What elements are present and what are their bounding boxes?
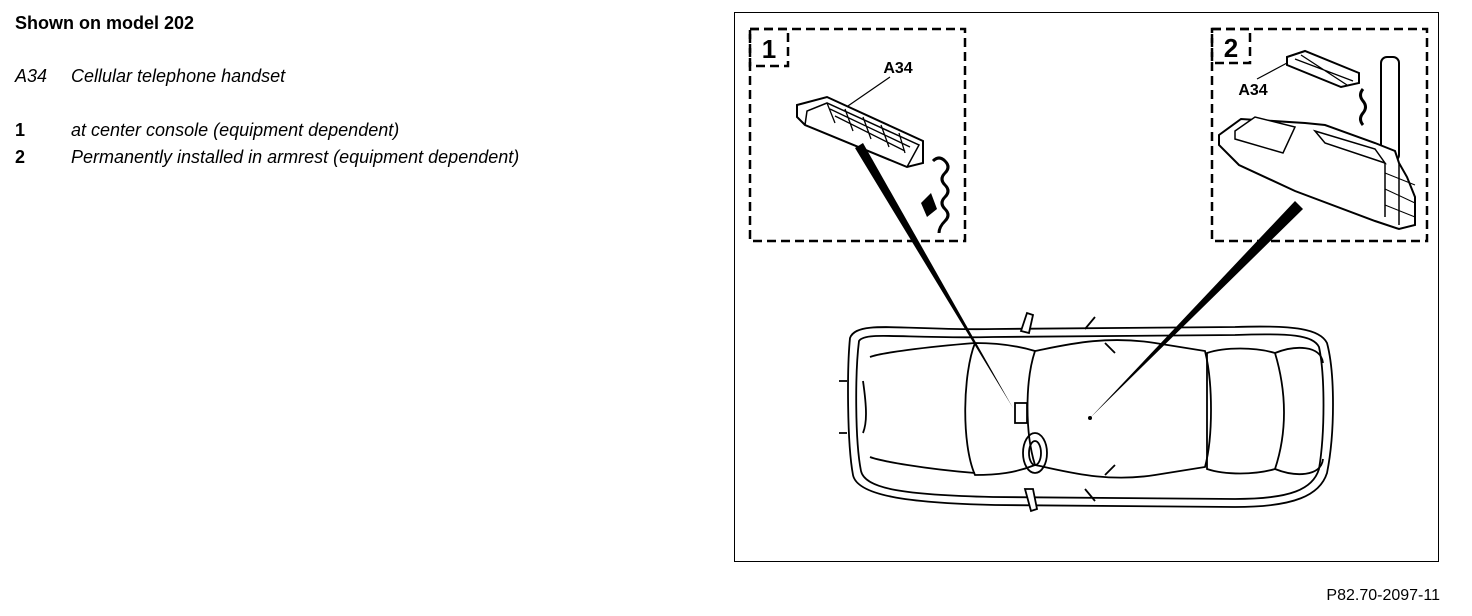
inset-2-label: A34 [1238,82,1267,99]
page-title: Shown on model 202 [15,13,195,33]
location-1-description: at center console (equipment dependent) [71,120,400,140]
component-description: Cellular telephone handset [71,66,286,86]
leader-wedge-1 [855,143,1013,408]
legend-component: A34 Cellular telephone handset [15,66,285,87]
inset-1-number: 1 [762,34,776,64]
car-top-view [839,311,1334,513]
inset-1-label: A34 [883,60,912,77]
handset-1-drawing [796,95,950,234]
armrest-drawing [1218,49,1416,231]
component-code: A34 [15,66,48,86]
inset-2-number: 2 [1224,33,1238,63]
inset-1: 1 A34 [748,27,967,243]
inset-2: 2 A34 [1210,27,1429,243]
figure-code: P82.70-2097-11 [1326,587,1440,604]
location-1-number: 1 [15,120,26,140]
inset-1-frame [748,27,967,243]
inset-2-number-box [1210,27,1252,65]
inset-2-leader [1256,62,1288,80]
leader-wedge-2 [1090,201,1303,418]
legend-location-1: 1 at center console (equipment dependent… [15,120,399,141]
location-diagram: 1 A34 2 A34 [734,12,1439,562]
armrest-location-dot [1088,416,1092,420]
diagram-svg: 1 A34 2 A34 [748,27,1429,513]
location-2-number: 2 [15,147,26,167]
inset-2-frame [1210,27,1429,243]
location-2-description: Permanently installed in armrest (equipm… [71,147,520,167]
inset-1-number-box [748,27,790,68]
legend-location-2: 2 Permanently installed in armrest (equi… [15,147,519,168]
inset-1-leader [844,76,891,109]
